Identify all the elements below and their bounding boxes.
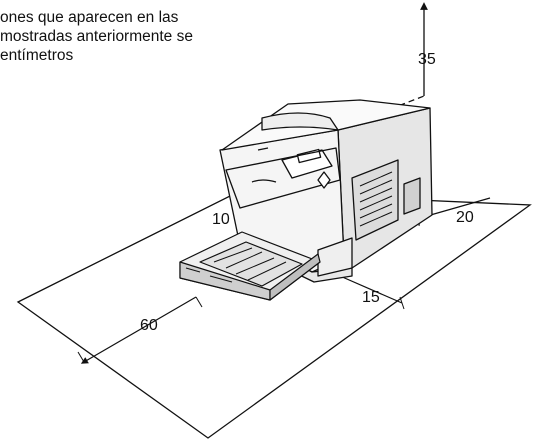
dimension-tick-60-a [77, 351, 85, 363]
dimension-line-15 [339, 275, 403, 304]
paper-tray [179, 231, 321, 301]
dimension-label-15: 15 [362, 289, 380, 306]
dimension-label-60: 60 [140, 317, 158, 334]
caption-line-3: entímetros [0, 47, 74, 64]
dimension-label-10: 10 [212, 211, 230, 228]
dimension-tick-15 [399, 296, 405, 310]
floor-outline [16, 191, 532, 439]
dimension-label-35: 35 [418, 51, 436, 68]
dimension-label-20: 20 [456, 209, 474, 226]
dimension-line-60 [80, 296, 197, 364]
dimension-tick-60-b [195, 296, 203, 308]
caption-text: ones que aparecen en las mostradas anter… [0, 8, 300, 65]
caption-line-2: mostradas anteriormente se [0, 28, 193, 45]
printer-illustration [219, 99, 433, 283]
caption-line-1: ones que aparecen en las [0, 9, 179, 26]
